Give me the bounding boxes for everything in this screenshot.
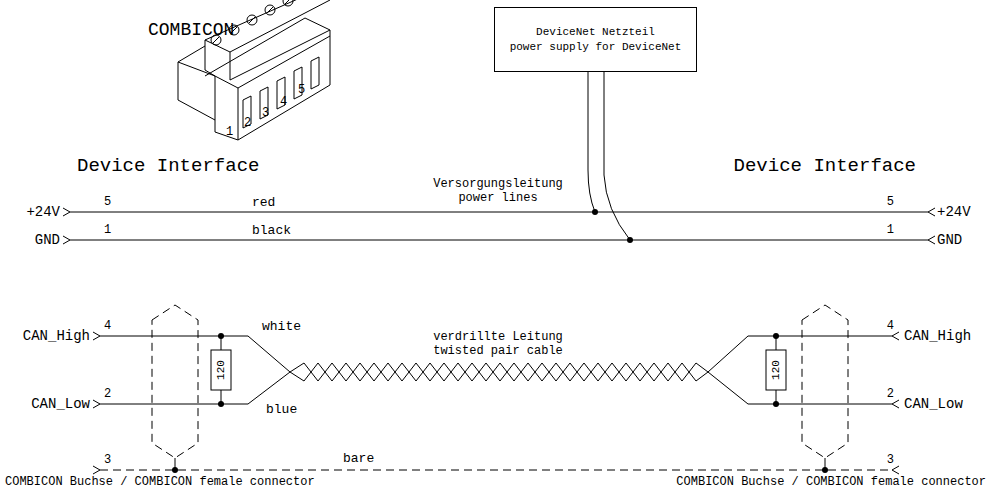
signal-name: CAN_High	[904, 328, 971, 344]
connector-caption: COMBICON Buchse / COMBICON female connec…	[676, 476, 986, 490]
pin-number: 2	[104, 388, 111, 402]
pin-number: 1	[104, 224, 111, 238]
twisted-wire	[290, 363, 708, 381]
pin-number: 5	[298, 84, 305, 98]
signal-name: +24V	[26, 204, 60, 220]
line-note: Versorgungsleitung	[431, 178, 565, 192]
pin-number: 5	[887, 196, 894, 210]
cable-note: verdrillte Leitung	[431, 331, 565, 345]
shield-drain	[175, 458, 176, 470]
device-heading: Device Interface	[77, 156, 259, 178]
signal-name: +24V	[937, 204, 971, 220]
shield	[100, 305, 892, 470]
shield-drain	[825, 458, 826, 470]
device-heading: Device Interface	[734, 156, 916, 178]
line-note: power lines	[456, 192, 539, 206]
signal-name: CAN_High	[23, 328, 90, 344]
wire-color: white	[262, 320, 301, 335]
signal-name: GND	[35, 232, 60, 248]
resistor-value: 120	[215, 360, 228, 380]
pin-number: 3	[104, 454, 111, 468]
connector-caption: COMBICON Buchse / COMBICON female connec…	[5, 476, 315, 490]
wire-color: bare	[343, 452, 374, 467]
signal-name: CAN_Low	[31, 396, 90, 412]
pin-number: 4	[887, 320, 894, 334]
wire-color: black	[252, 224, 291, 239]
box-text: power supply for DeviceNet	[510, 40, 682, 54]
pin-number: 1	[226, 126, 233, 140]
box-text: DeviceNet Netzteil	[536, 25, 655, 39]
pin-number: 4	[104, 320, 111, 334]
resistor-value: 120	[770, 360, 783, 380]
pin-number: 3	[887, 454, 894, 468]
pin-number: 2	[887, 388, 894, 402]
terminating-resistors	[211, 336, 786, 404]
cable-note: twisted pair cable	[431, 345, 565, 359]
connector-name: COMBICON	[148, 20, 234, 41]
pin-number: 5	[104, 196, 111, 210]
power-wires	[63, 72, 935, 244]
pin-number: 4	[280, 96, 287, 110]
power-supply-box: DeviceNet Netzteilpower supply for Devic…	[494, 7, 697, 72]
twisted-pair	[290, 363, 708, 381]
signal-name: CAN_Low	[904, 396, 963, 412]
pin-number: 2	[244, 117, 251, 131]
junction-dots	[172, 209, 828, 473]
signal-name: GND	[937, 232, 962, 248]
wire-color: red	[252, 196, 275, 211]
can-wires	[93, 332, 899, 474]
twisted-wire	[290, 363, 708, 381]
wire-color: blue	[266, 403, 297, 418]
pin-number: 3	[262, 107, 269, 121]
pin-number: 1	[887, 224, 894, 238]
